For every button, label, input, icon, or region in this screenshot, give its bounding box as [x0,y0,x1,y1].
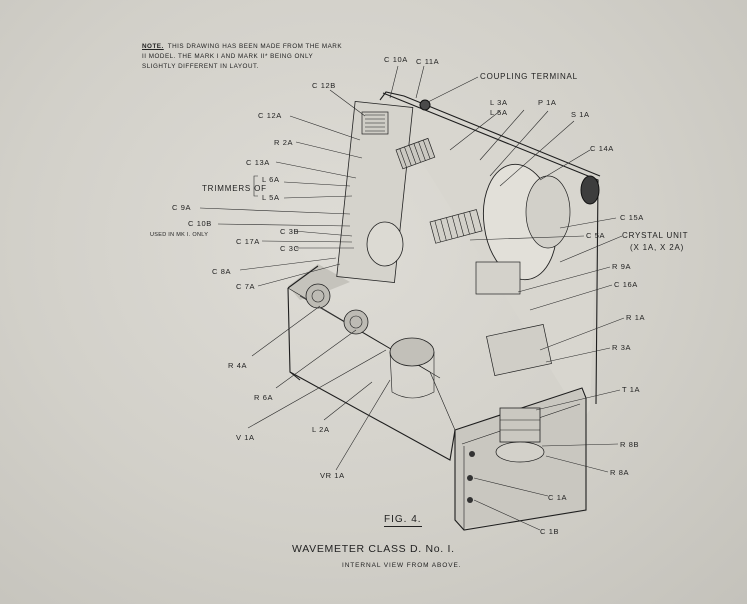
label-c12a: C 12A [258,111,282,120]
label-r1a: R 1A [626,313,645,322]
label-l6a: L 6A [262,175,280,184]
label-c15a: C 15A [620,213,644,222]
component-labels: C 10A C 11A COUPLING TERMINAL C 12B C 12… [150,55,688,536]
label-c16a: C 16A [614,280,638,289]
label-coupling-terminal: COUPLING TERMINAL [480,72,578,81]
label-l5a: L 5A [262,193,280,202]
label-vr1a: VR 1A [320,471,345,480]
label-c1a: C 1A [548,493,567,502]
label-l2a: L 2A [312,425,330,434]
label-crystal-unit: CRYSTAL UNIT [622,231,688,240]
figure-subtitle: INTERNAL VIEW FROM ABOVE. [342,562,462,569]
label-c7a: C 7A [236,282,255,291]
label-c3c: C 3C [280,244,300,253]
label-c1b: C 1B [540,527,559,536]
label-r8a: R 8A [610,468,629,477]
note-text: THIS DRAWING HAS BEEN MADE FROM THE MARK… [142,43,343,70]
label-c11a: C 11A [416,57,439,66]
label-c3b: C 3B [280,227,299,236]
label-v1a: V 1A [236,433,255,442]
label-s1a: S 1A [571,110,590,119]
label-c10b: C 10B [188,219,212,228]
label-trimmers-of: TRIMMERS OF [202,184,267,193]
label-t1a: T 1A [622,385,640,394]
label-c8a: C 8A [212,267,231,276]
drawing-note: NOTE.THIS DRAWING HAS BEEN MADE FROM THE… [142,42,347,72]
label-c10b-note: USED IN MK I. ONLY [150,232,208,238]
label-c10a: C 10A [384,55,408,64]
leader-lines [199,65,625,531]
internal-components [305,99,600,503]
label-r8b: R 8B [620,440,639,449]
label-crystal-unit-sub: (X 1A, X 2A) [630,243,684,252]
label-c17a: C 17A [236,237,260,246]
label-c14a: C 14A [590,144,614,153]
figure-title: WAVEMETER CLASS D. No. I. [292,543,455,555]
label-l3a: L 3A [490,98,508,107]
label-r4a: R 4A [228,361,247,370]
label-c9a: C 9A [172,203,191,212]
label-l5a-top: L 5A [490,108,508,117]
label-c12b: C 12B [312,81,336,90]
chassis [287,91,601,531]
label-c13a: C 13A [246,158,270,167]
note-heading: NOTE. [142,43,164,50]
figure-number: FIG. 4. [384,514,422,527]
label-c5a: C 5A [586,231,605,240]
label-r2a: R 2A [274,138,293,147]
label-r3a: R 3A [612,343,631,352]
label-r9a: R 9A [612,262,631,271]
label-p1a: P 1A [538,98,557,107]
label-r6a: R 6A [254,393,273,402]
